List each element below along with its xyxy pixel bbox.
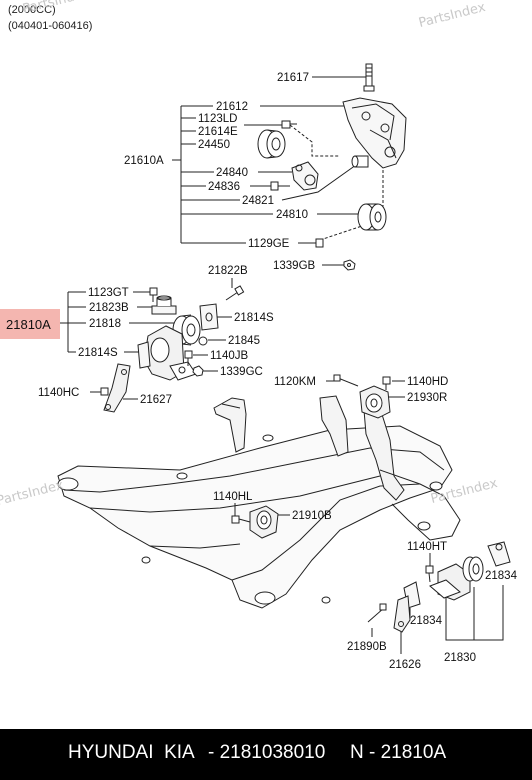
bolt-1140ht xyxy=(425,565,434,583)
label-21810a-highlighted: 21810A xyxy=(6,317,51,332)
bolt-1140hl xyxy=(231,515,251,524)
label-1140jb: 1140JB xyxy=(210,350,248,362)
label-1339gb: 1339GB xyxy=(273,260,316,272)
label-1123gt: 1123GT xyxy=(88,287,129,299)
part-info-footer: HYUNDAI KIA - 2181038010 N - 21810A xyxy=(0,729,532,780)
spacer-21845 xyxy=(198,336,208,346)
label-21626: 21626 xyxy=(389,659,421,671)
washer-21814s-lower xyxy=(137,341,151,369)
highlight-box-21810a xyxy=(0,309,60,339)
label-21610a: 21610A xyxy=(124,155,164,167)
bolt-21617 xyxy=(363,63,375,92)
bracket-21626 xyxy=(393,595,411,633)
footer-brand: HYUNDAI KIA xyxy=(68,742,195,763)
label-24836: 24836 xyxy=(208,181,240,193)
bolt-1140jb xyxy=(184,350,193,366)
label-24450: 24450 xyxy=(198,139,230,151)
footer-part-number: - 2181038010 xyxy=(208,742,326,763)
mount-21930r xyxy=(359,385,391,419)
label-1129ge: 1129GE xyxy=(248,238,290,250)
production-date-range: (040401-060416) xyxy=(8,20,93,32)
label-21818: 21818 xyxy=(89,318,121,330)
label-21890b: 21890B xyxy=(347,641,387,653)
bolt-1140hd xyxy=(382,376,391,390)
label-21617: 21617 xyxy=(277,72,309,84)
label-1140ht: 1140HT xyxy=(407,541,447,553)
label-21814s-upper: 21814S xyxy=(234,312,274,324)
label-21822b: 21822B xyxy=(208,265,248,277)
arm-24840 xyxy=(291,161,319,191)
label-1140hl: 1140HL xyxy=(213,491,253,503)
engine-spec-label: (2000CC) xyxy=(8,4,56,16)
stopper-21823b xyxy=(151,295,177,315)
bolt-1123ld xyxy=(281,120,297,129)
bolt-21822b xyxy=(225,285,245,301)
label-21830: 21830 xyxy=(444,652,476,664)
label-1123ld: 1123LD xyxy=(198,113,237,125)
bracket-21627 xyxy=(103,363,131,413)
label-1140hc: 1140HC xyxy=(38,387,79,399)
washer-21834-upper xyxy=(487,541,511,567)
bolt-1123gt xyxy=(149,287,158,302)
label-21823b: 21823B xyxy=(89,302,129,314)
label-21834-right: 21834 xyxy=(485,570,518,582)
label-21834-left: 21834 xyxy=(410,615,443,627)
nut-1339gc xyxy=(192,365,204,377)
footer-diagram-code: N - 21810A xyxy=(350,742,447,763)
label-24840: 24840 xyxy=(216,167,248,179)
label-21845: 21845 xyxy=(228,335,260,347)
bolt-1129ge xyxy=(315,238,324,248)
subframe-crossmember xyxy=(57,395,461,609)
sleeve-24821 xyxy=(351,155,369,168)
label-21814s-lower: 21814S xyxy=(78,347,118,359)
bushing-24450 xyxy=(257,129,286,159)
washer-21814s-upper xyxy=(199,303,219,331)
label-1140hd: 1140HD xyxy=(407,376,448,388)
bracket-21612 xyxy=(342,97,407,169)
label-24821: 24821 xyxy=(242,195,274,207)
label-21612: 21612 xyxy=(216,101,248,113)
leader-24821-b xyxy=(281,164,357,201)
bolt-1140hc xyxy=(100,387,109,396)
nut-1339gb xyxy=(343,259,356,271)
label-1339gc: 1339GC xyxy=(220,366,263,378)
dashed-guide-1 xyxy=(289,124,340,157)
label-21614e: 21614E xyxy=(198,126,238,138)
bolt-24836 xyxy=(270,181,290,191)
mount-21830 xyxy=(429,563,471,601)
bracket-21810a xyxy=(143,325,197,381)
bolt-21890b xyxy=(367,603,387,623)
mount-21910b xyxy=(249,505,279,539)
label-21627: 21627 xyxy=(140,394,172,406)
bushing-21818 xyxy=(172,314,201,346)
dashed-guide-2 xyxy=(319,224,366,241)
bushing-21830 xyxy=(462,556,484,582)
label-21930r: 21930R xyxy=(407,392,447,404)
label-21910b: 21910B xyxy=(292,510,332,522)
bolt-1120km xyxy=(333,374,359,387)
label-24810: 24810 xyxy=(276,209,308,221)
pulley-24810 xyxy=(357,203,387,231)
label-1120km: 1120KM xyxy=(274,376,316,388)
